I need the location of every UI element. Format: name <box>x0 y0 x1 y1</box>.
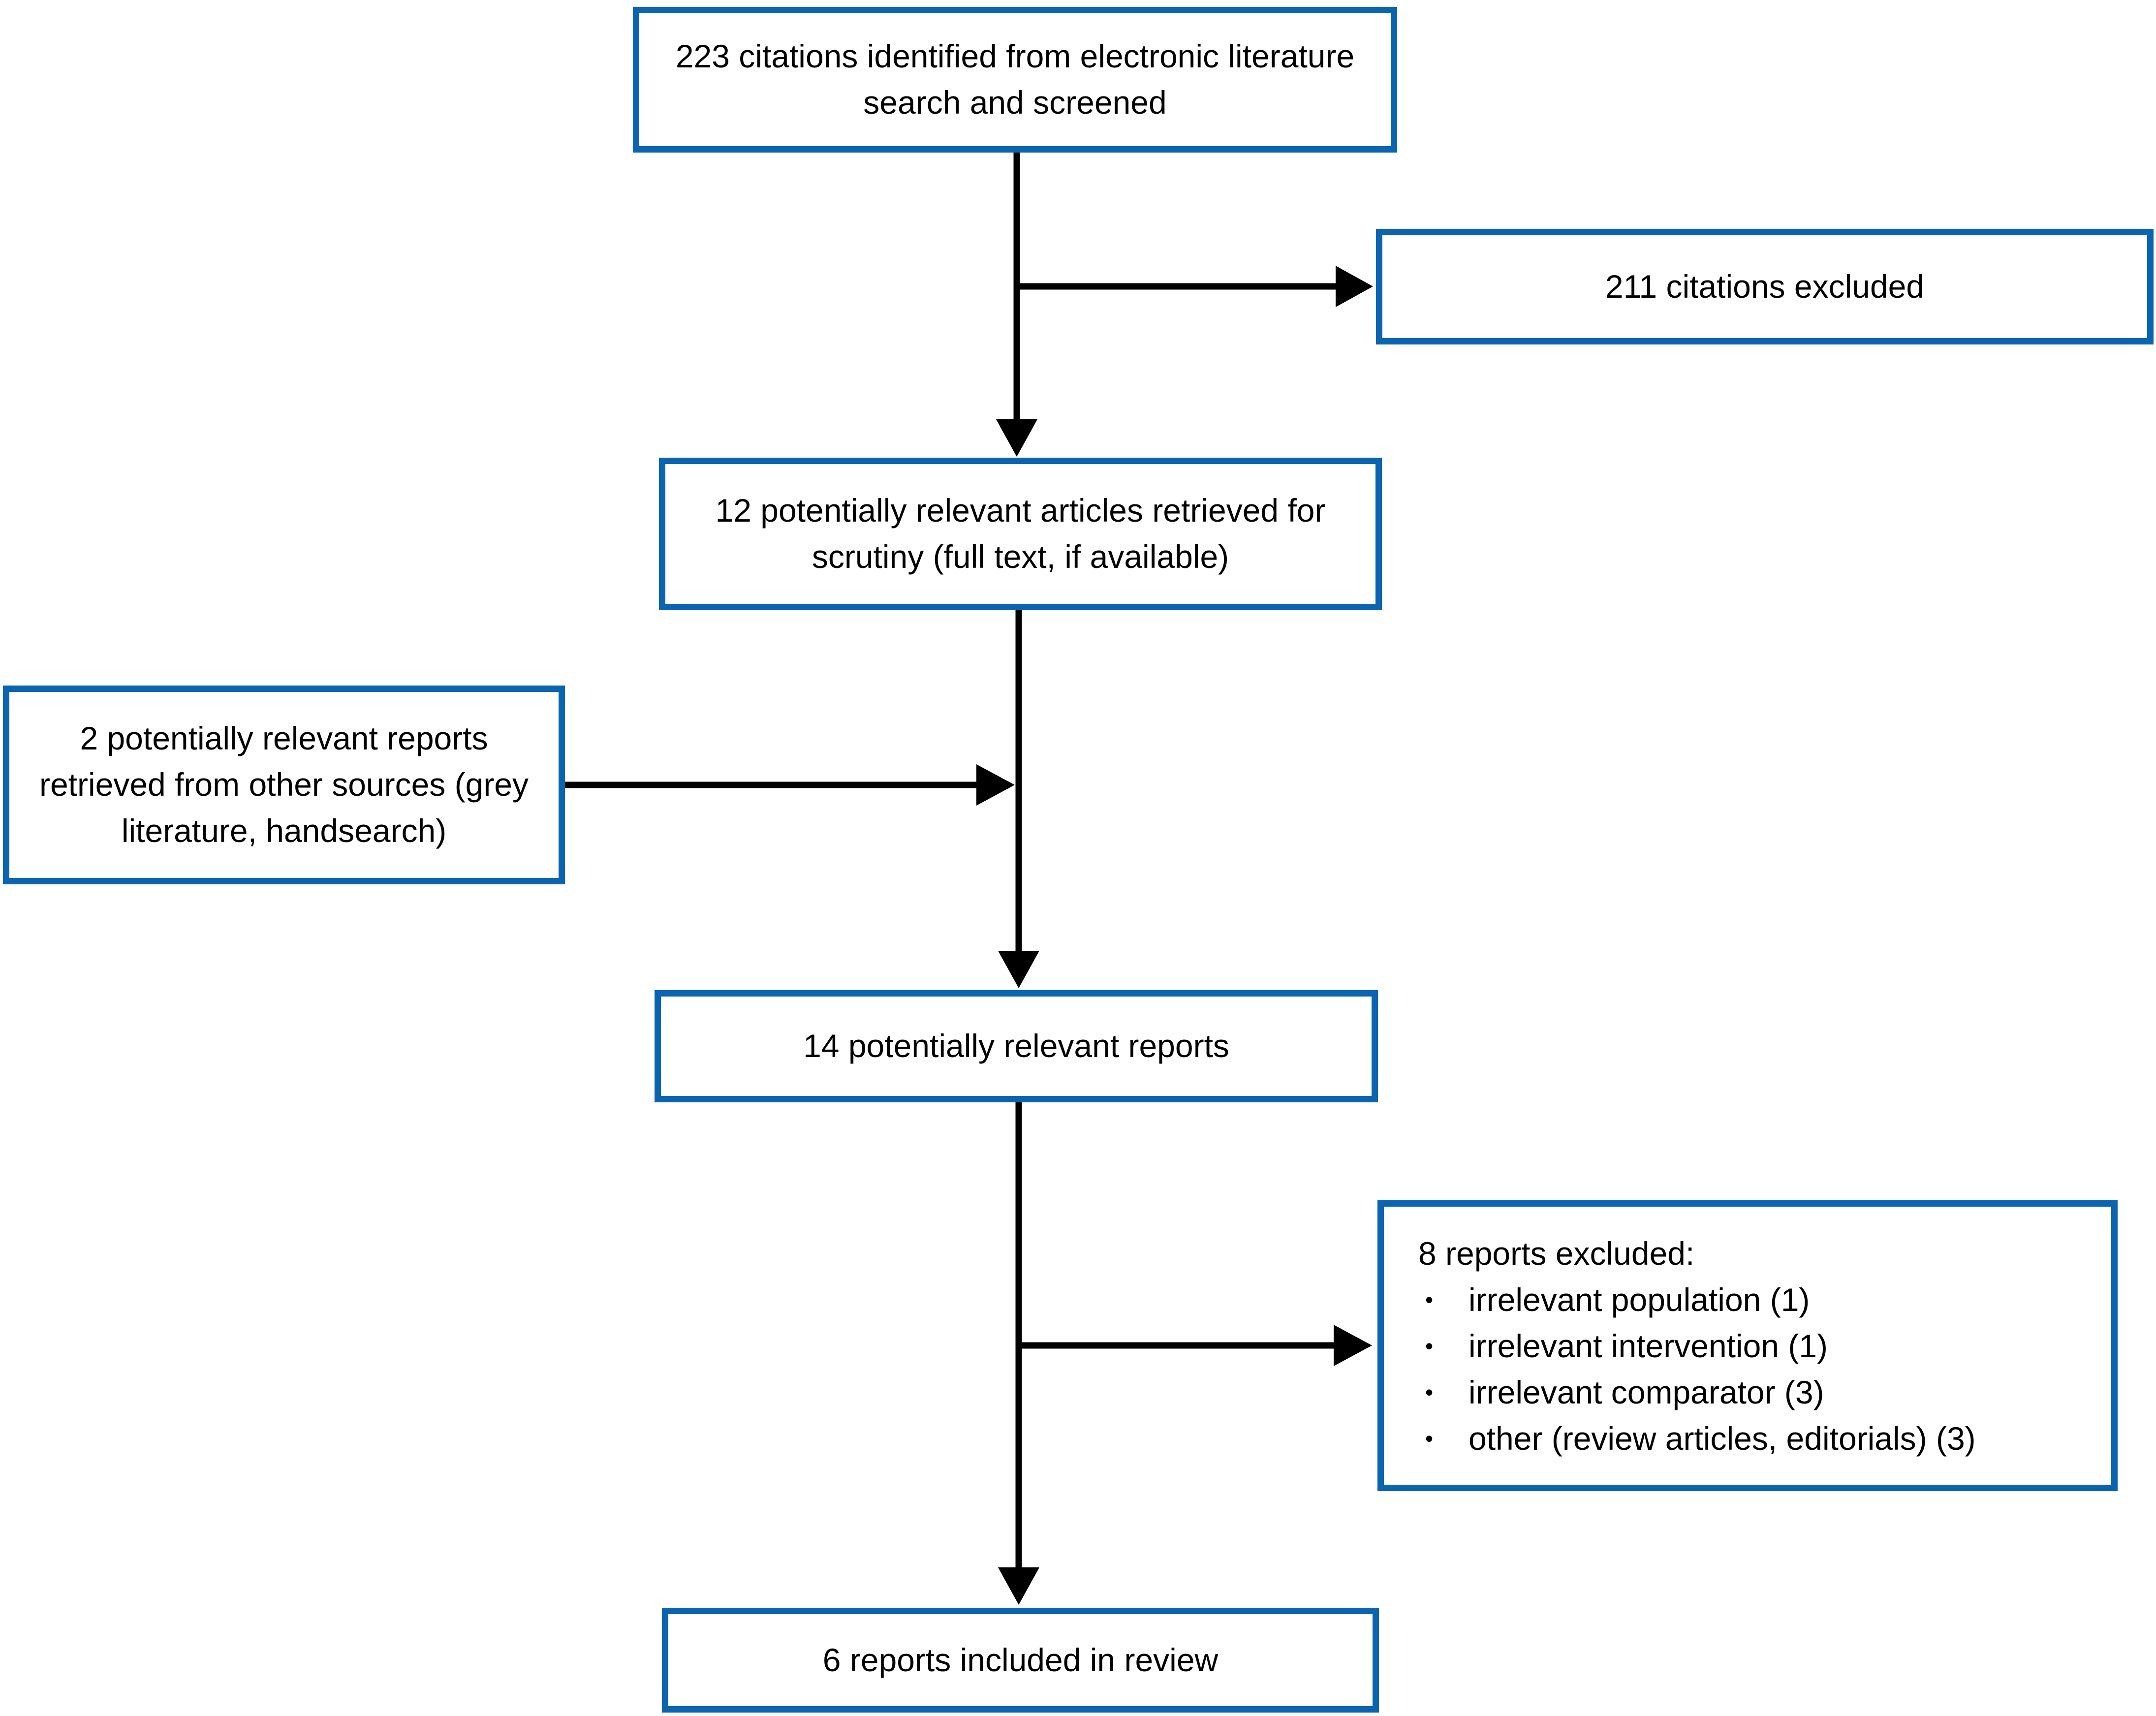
arrow-other-sources-head <box>976 764 1015 806</box>
bullet-icon: • <box>1425 1333 1434 1359</box>
excluded-reason-text: irrelevant population (1) <box>1469 1281 1810 1318</box>
node-combined-reports: 14 potentially relevant reports <box>655 990 1378 1102</box>
arrow-identified-to-retrieved-head <box>996 419 1037 457</box>
bullet-icon: • <box>1425 1379 1434 1405</box>
node-citations-identified: 223 citations identified from electronic… <box>633 7 1397 153</box>
node-reports-included-label: 6 reports included in review <box>822 1641 1219 1678</box>
node-citations-identified-label: 223 citations identified from electronic… <box>675 38 1355 121</box>
arrow-to-excluded-reports-head <box>1334 1325 1372 1366</box>
excluded-reason-item: • irrelevant population (1) <box>1418 1277 1810 1323</box>
reports-excluded-title: 8 reports excluded: <box>1418 1235 1695 1272</box>
node-other-sources: 2 potentially relevant reports retrieved… <box>3 686 565 884</box>
arrow-combined-to-included-head <box>998 1567 1039 1605</box>
node-articles-retrieved: 12 potentially relevant articles retriev… <box>659 458 1382 610</box>
node-reports-included: 6 reports included in review <box>662 1608 1379 1713</box>
node-citations-excluded-label: 211 citations excluded <box>1605 268 1925 305</box>
excluded-reason-text: irrelevant intervention (1) <box>1469 1327 1828 1364</box>
excluded-reason-item: • irrelevant intervention (1) <box>1418 1323 1828 1369</box>
node-reports-excluded: 8 reports excluded: • irrelevant populat… <box>1377 1200 2118 1491</box>
node-other-sources-label: 2 potentially relevant reports retrieved… <box>39 720 529 849</box>
arrow-retrieved-to-combined-head <box>998 951 1039 988</box>
node-citations-excluded: 211 citations excluded <box>1376 229 2154 344</box>
excluded-reason-item: • irrelevant comparator (3) <box>1418 1369 1824 1415</box>
node-combined-reports-label: 14 potentially relevant reports <box>803 1028 1229 1064</box>
bullet-icon: • <box>1425 1425 1434 1451</box>
excluded-reason-text: irrelevant comparator (3) <box>1469 1373 1824 1410</box>
arrow-to-excluded-citations-head <box>1336 266 1373 307</box>
excluded-reason-item: • other (review articles, editorials) (3… <box>1418 1415 1976 1462</box>
excluded-reason-text: other (review articles, editorials) (3) <box>1469 1420 1976 1457</box>
bullet-icon: • <box>1425 1286 1434 1312</box>
node-articles-retrieved-label: 12 potentially relevant articles retriev… <box>715 492 1326 575</box>
